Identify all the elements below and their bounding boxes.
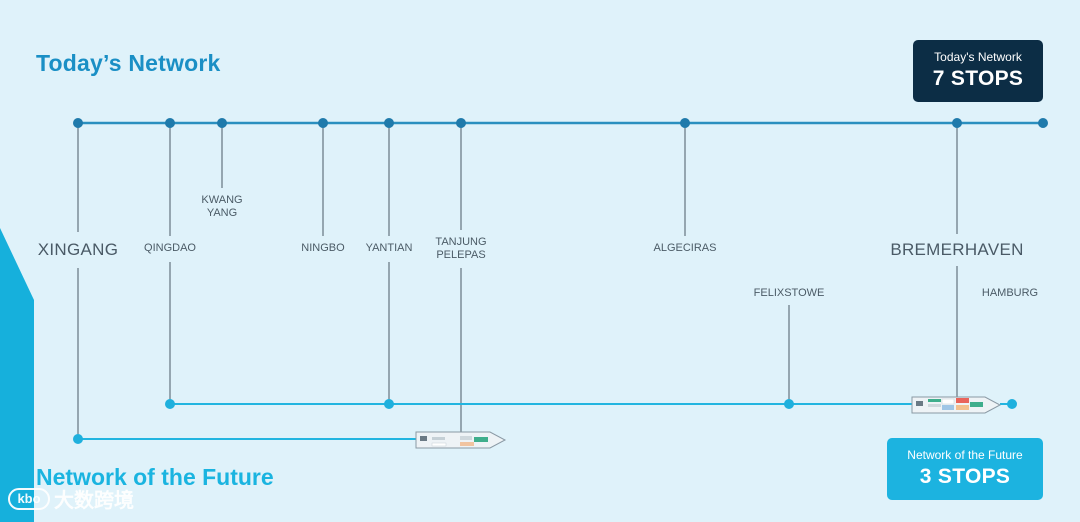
dot-qingdao bbox=[165, 118, 175, 128]
dot-end bbox=[1038, 118, 1048, 128]
dot-tanjung bbox=[456, 118, 466, 128]
dot-algeciras bbox=[680, 118, 690, 128]
future-badge-count: 3 STOPS bbox=[919, 465, 1011, 488]
future-dot-xingang bbox=[73, 434, 83, 444]
port-label-tanjung-line2: PELEPAS bbox=[436, 249, 486, 261]
port-label-qingdao: QINGDAO bbox=[144, 242, 196, 254]
watermark: kbo 大数跨境 bbox=[8, 484, 134, 513]
today-network-title: Today’s Network bbox=[36, 50, 221, 76]
ship-icon-lower bbox=[415, 431, 507, 449]
port-label-yantian: YANTIAN bbox=[365, 242, 413, 254]
accent-stripe bbox=[0, 228, 34, 522]
future-network-title: Network of the Future bbox=[36, 464, 274, 490]
future-dot-yantian bbox=[384, 399, 394, 409]
ship-icon-upper bbox=[911, 396, 1002, 414]
watermark-text: 大数跨境 bbox=[54, 490, 134, 512]
future-dot-end bbox=[1007, 399, 1017, 409]
port-label-tanjung-line1: TANJUNG bbox=[435, 236, 487, 248]
dot-yantian bbox=[384, 118, 394, 128]
today-badge-label: Today's Network bbox=[934, 50, 1022, 64]
port-label-ningbo: NINGBO bbox=[301, 242, 345, 254]
port-label-kwangyang: KWANG YANG bbox=[201, 194, 242, 220]
future-dot-felixstowe bbox=[784, 399, 794, 409]
port-label-tanjung: TANJUNG PELEPAS bbox=[435, 236, 486, 262]
port-label-hamburg: HAMBURG bbox=[981, 287, 1039, 299]
today-badge-count: 7 STOPS bbox=[932, 67, 1024, 90]
dot-kwangyang bbox=[217, 118, 227, 128]
dot-ningbo bbox=[318, 118, 328, 128]
port-label-algeciras: ALGECIRAS bbox=[653, 242, 717, 254]
dot-xingang bbox=[73, 118, 83, 128]
port-label-kwangyang-line2: YANG bbox=[206, 207, 238, 219]
future-badge-label: Network of the Future bbox=[907, 448, 1023, 462]
future-stops-badge: Network of the Future 3 STOPS bbox=[887, 438, 1043, 500]
port-label-xingang: XINGANG bbox=[37, 240, 119, 259]
port-label-kwangyang-line1: KWANG bbox=[201, 194, 243, 206]
today-stops-badge: Today's Network 7 STOPS bbox=[913, 40, 1043, 102]
port-label-bremerhaven: BREMERHAVEN bbox=[890, 240, 1024, 259]
dot-bremerhaven bbox=[952, 118, 962, 128]
watermark-logo: kbo bbox=[8, 487, 50, 510]
future-dot-qingdao bbox=[165, 399, 175, 409]
port-label-felixstowe: FELIXSTOWE bbox=[753, 287, 825, 299]
